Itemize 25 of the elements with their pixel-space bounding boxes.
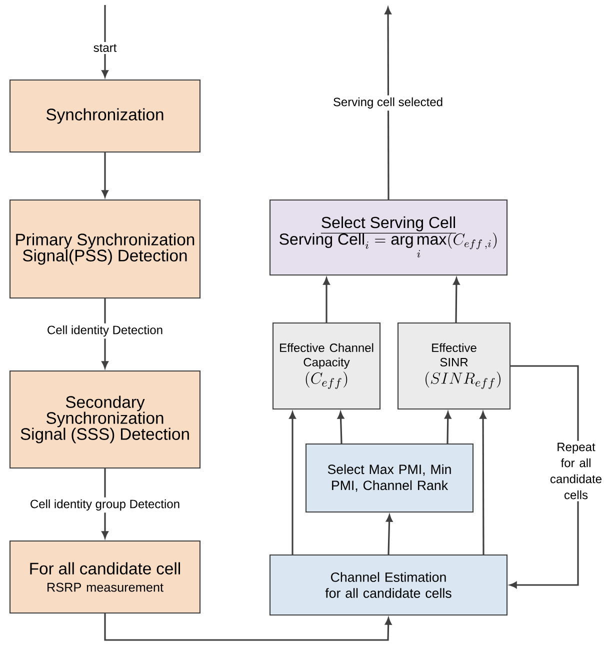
arrow — [102, 5, 108, 78]
arrow — [386, 514, 393, 554]
arrow — [384, 7, 392, 200]
edge-label: start — [91, 42, 119, 54]
arrow — [102, 152, 108, 198]
step-box: For all candidate cell RSRP measurement — [9, 540, 201, 614]
result-box: Select Serving Cell $\mathrm{Serving\ Cell}_{i}=\mathop{\mathrm{arg\,max}}\limits_{i}(C_{eff\,,i})$ — [269, 199, 508, 276]
arrow — [453, 278, 460, 322]
metric-box: Effective Channel Capacity $(C_{eff})$ — [272, 322, 381, 410]
arrow — [480, 412, 486, 554]
edge-label: Serving cell selected — [330, 95, 446, 111]
arrow — [323, 278, 330, 322]
arrow — [444, 412, 452, 444]
arrow — [289, 412, 296, 554]
edge-label: Cell identity Detection — [44, 323, 166, 339]
edge-label: Cell identity group Detection — [28, 497, 182, 513]
process-box: Select Max PMI, Min PMI, Channel Rank — [305, 443, 474, 513]
step-box: Synchronization — [9, 79, 201, 153]
edge-label: Repeat for all candidate cells — [542, 440, 610, 502]
arrow — [337, 412, 344, 444]
process-box: Channel Estimation for all candidate cells — [269, 554, 508, 616]
metric-box: Effective SINR $(SINR_{eff})$ — [397, 322, 511, 410]
arrow — [104, 614, 392, 641]
step-box: Primary Synchronization Signal(PSS) Detection — [9, 199, 201, 299]
step-box: Secondary Synchronization Signal (SSS) Detection — [9, 370, 201, 469]
